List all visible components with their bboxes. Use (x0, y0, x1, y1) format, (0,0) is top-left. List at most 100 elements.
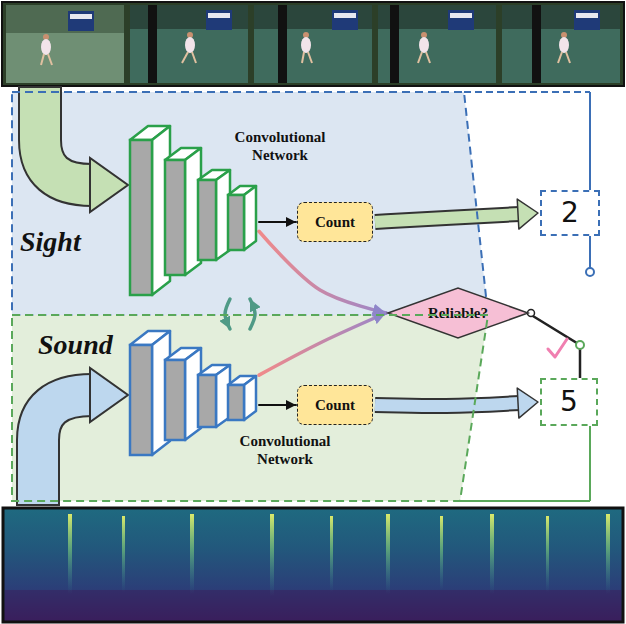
spectrogram (270, 514, 274, 596)
video-frames (278, 5, 287, 83)
input-arrow (38, 395, 92, 506)
input-arrow (40, 86, 92, 185)
video-frames (130, 5, 248, 83)
video-frames (334, 13, 356, 18)
output-box: 2 (540, 190, 600, 236)
region-label: Sight (20, 226, 81, 258)
output-arrow (375, 403, 520, 406)
video-frames (206, 10, 232, 30)
cnn-icon (198, 170, 230, 260)
network-label: Convolutional Network (220, 128, 340, 164)
video-frames (378, 5, 496, 83)
check-mark (548, 339, 567, 357)
region-band: Convolutional NetworkCountSight (12, 92, 490, 315)
video-frames (68, 11, 94, 31)
video-frames (2, 2, 624, 86)
video-frames (502, 5, 620, 29)
cnn-icon (198, 375, 216, 427)
video-frames (576, 13, 598, 18)
region-fill (12, 92, 488, 501)
output-wire (589, 426, 591, 501)
network-label: Convolutional Network (225, 432, 345, 468)
diamond-outline (388, 288, 528, 338)
video-frames (41, 39, 51, 55)
output-wire (589, 92, 591, 190)
video-frames (302, 52, 304, 63)
spectrogram (546, 516, 549, 592)
video-frames (390, 5, 399, 83)
cnn-icon (244, 376, 256, 420)
video-frames (185, 37, 195, 53)
cnn-block: Convolutional Network (128, 124, 258, 297)
video-frames (301, 37, 311, 53)
video-frames (332, 10, 358, 30)
decision-label: Reliable? (428, 304, 488, 322)
video-frames (130, 5, 248, 29)
video-frames (6, 5, 124, 83)
output-box: 5 (540, 378, 598, 426)
cnn-icon (228, 186, 256, 250)
flow-arrow (259, 405, 296, 406)
flow-arrow (259, 221, 296, 223)
output-wire (460, 500, 590, 502)
input-arrow (40, 88, 92, 185)
cnn-icon (165, 348, 201, 440)
video-frames (254, 5, 372, 83)
output-wire (464, 91, 590, 93)
flow-arrow (259, 231, 386, 313)
switch-line (528, 313, 580, 378)
video-frames (418, 52, 422, 63)
spectrogram (386, 514, 390, 594)
spectrogram (3, 508, 623, 622)
cnn-block: Convolutional Network (128, 331, 258, 457)
count-box: Count (297, 385, 373, 425)
output-arrow (517, 199, 538, 229)
video-frames (130, 5, 248, 83)
video-frames (148, 5, 157, 83)
video-frames (48, 54, 52, 65)
output-arrow (375, 403, 520, 406)
video-frames (41, 54, 44, 65)
check-mark (548, 339, 567, 357)
switch-terminal (586, 268, 594, 276)
count-label: Count (315, 396, 355, 414)
flow-arrow (259, 313, 386, 375)
video-frames (566, 52, 570, 63)
cnn-icon (198, 180, 216, 260)
video-frames (426, 52, 430, 63)
spectrogram (606, 514, 610, 594)
spectrogram (330, 516, 333, 592)
video-frames (502, 5, 620, 83)
video-frames (6, 5, 124, 33)
cnn-icon (198, 365, 230, 427)
video-frames (558, 52, 562, 63)
video-frames (559, 37, 569, 53)
cnn-icon (130, 140, 152, 295)
region-outline (12, 315, 488, 501)
cnn-icon (244, 186, 256, 250)
input-arrow (90, 368, 128, 422)
cnn-icon (228, 385, 244, 420)
cnn-icon (165, 360, 185, 440)
video-frames (254, 5, 372, 83)
output-arrow (375, 388, 538, 418)
output-wire (589, 236, 591, 268)
video-frames (192, 52, 196, 63)
cnn-icon (130, 345, 152, 455)
switch-line (576, 341, 584, 349)
region-outline (12, 92, 488, 315)
video-frames (378, 5, 496, 83)
region-band: Convolutional NetworkCountSound (12, 315, 490, 501)
count-value: 5 (560, 386, 578, 418)
input-arrow (38, 86, 128, 506)
flow-arrow (259, 404, 296, 406)
spectrogram (490, 514, 494, 594)
video-frames (574, 10, 600, 30)
count-value: 2 (561, 197, 579, 229)
spectrogram (3, 508, 623, 622)
video-frames (254, 5, 372, 29)
